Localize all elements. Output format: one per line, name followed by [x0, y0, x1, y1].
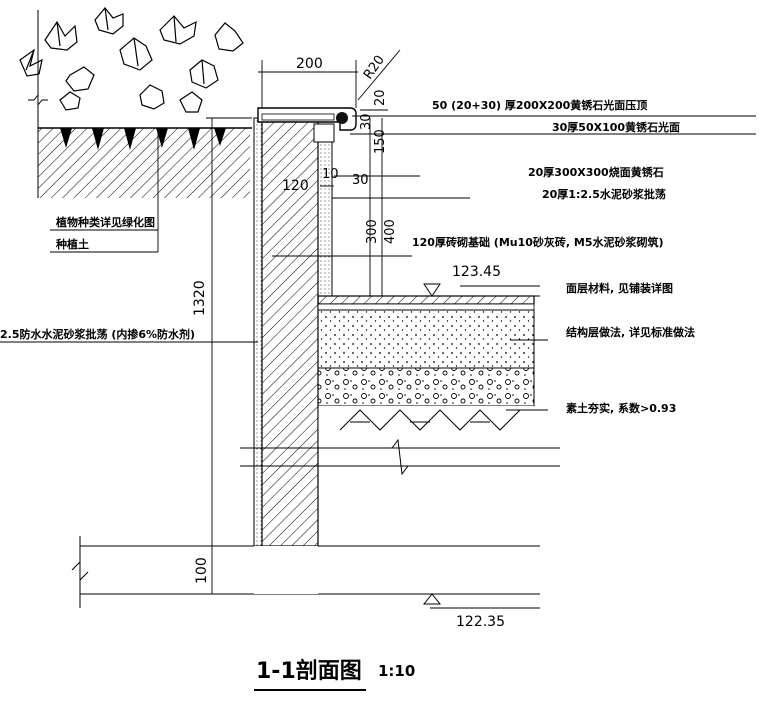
elevation-marker-top	[423, 283, 441, 297]
dim-30: 30	[359, 113, 374, 130]
drawing-scale: 1:10	[378, 662, 415, 680]
label-subgrade: 素土夯实, 系数>0.93	[566, 401, 676, 415]
dim-300: 300	[365, 219, 380, 244]
dim-120: 120	[282, 178, 309, 194]
label-wall-finish: 20厚300X300烧面黄锈石	[528, 165, 664, 179]
dim-1320: 1320	[192, 280, 208, 316]
dim-20: 20	[373, 89, 388, 106]
label-brick-base: 120厚砖砌基础 (Mu10砂灰砖, M5水泥砂浆砌筑)	[412, 235, 664, 249]
label-waterproof: 2.5防水水泥砂浆批荡 (内掺6%防水剂)	[0, 327, 195, 341]
drawing-title: 1-1剖面图	[256, 658, 362, 684]
dim-150: 150	[373, 129, 388, 154]
elevation-bottom-text: 122.35	[456, 614, 505, 630]
paving-layers	[317, 295, 535, 446]
label-mortar-coat: 20厚1:2.5水泥砂浆批荡	[542, 187, 666, 201]
shrub-symbol	[19, 7, 244, 113]
wall-finish-stone	[313, 123, 335, 297]
label-cap-stone: 30厚50X100黄锈石光面	[552, 120, 680, 134]
label-coping: 50 (20+30) 厚200X200黄锈石光面压顶	[432, 98, 647, 112]
dim-30b: 30	[352, 173, 369, 188]
label-soil: 种植土	[55, 237, 89, 251]
dim-10: 10	[322, 167, 339, 182]
label-surface: 面层材料, 见铺装详图	[566, 281, 673, 295]
dim-100: 100	[194, 557, 210, 584]
label-structure: 结构层做法, 详见标准做法	[565, 325, 695, 339]
elevation-marker-bottom	[422, 593, 442, 605]
planting-soil	[28, 10, 252, 198]
coping-stone	[257, 107, 357, 131]
foundation-slab	[254, 546, 318, 594]
dim-400: 400	[383, 219, 398, 244]
dim-200: 200	[296, 56, 323, 72]
label-plants: 植物种类详见绿化图	[55, 215, 155, 229]
dimension-lines	[0, 49, 756, 609]
elevation-top-text: 123.45	[452, 264, 501, 280]
dim-r20: R20	[361, 53, 388, 83]
